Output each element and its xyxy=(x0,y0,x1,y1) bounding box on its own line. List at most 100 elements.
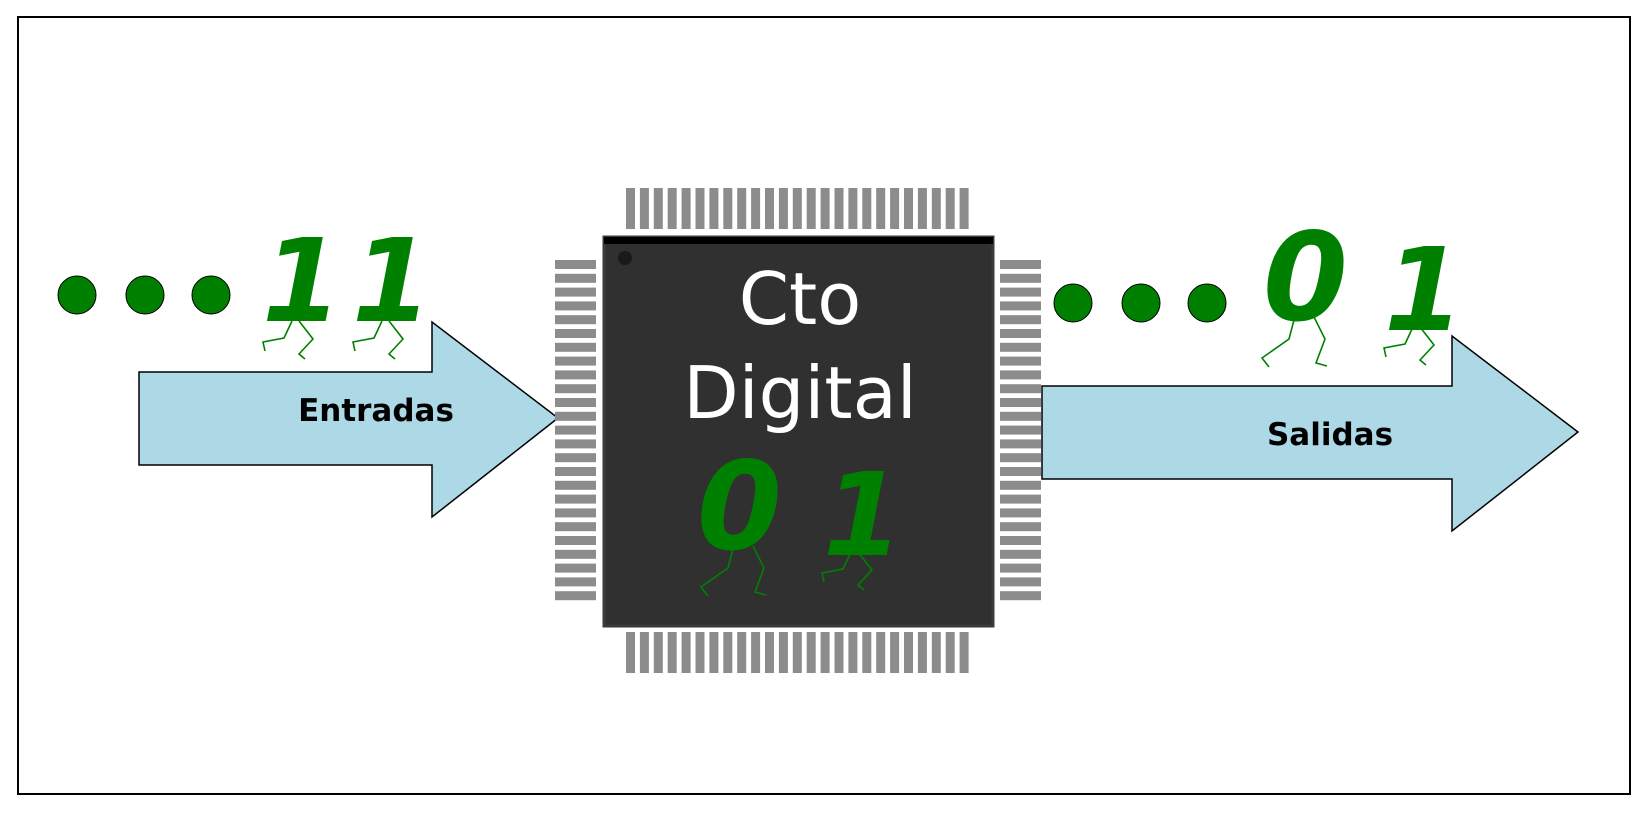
chip-pin xyxy=(834,188,844,229)
digit-leg xyxy=(699,548,734,597)
chip-pin xyxy=(626,188,635,229)
chip-pin xyxy=(904,188,913,229)
chip-pin xyxy=(1000,273,1041,283)
chip-pin xyxy=(723,632,733,673)
output-digit-walker: 1 xyxy=(1383,224,1464,366)
chip-pin xyxy=(737,632,747,673)
ellipsis-dot xyxy=(191,275,231,315)
walking-digit: 1 xyxy=(1384,224,1464,358)
digit-leg xyxy=(1260,319,1295,368)
chip-pin xyxy=(1000,329,1041,338)
ellipsis-dot xyxy=(57,275,97,315)
chip-pin xyxy=(1000,480,1041,490)
chip-pin xyxy=(931,632,941,673)
chip-pin xyxy=(1000,315,1041,325)
chip-pin xyxy=(653,188,663,229)
chip-pins-bottom xyxy=(626,632,969,673)
input-arrow-label: Entradas xyxy=(298,393,454,429)
ellipsis-dot xyxy=(125,275,165,315)
walking-digit: 1 xyxy=(352,215,432,349)
chip-pin xyxy=(555,467,596,476)
chip-pin xyxy=(555,425,596,435)
chip-pin xyxy=(555,342,596,352)
chip-pin xyxy=(1000,453,1041,463)
chip-pin xyxy=(555,329,596,338)
chip-pin xyxy=(917,632,927,673)
chip-pin xyxy=(1000,522,1041,532)
input-digit-walker: 1 xyxy=(352,215,432,360)
chip-pin xyxy=(820,188,830,229)
output-arrow: Salidas xyxy=(1041,334,1580,533)
chip-pin xyxy=(639,188,649,229)
chip-pin xyxy=(1000,467,1041,476)
chip-pin xyxy=(1000,508,1041,518)
ellipsis-dot xyxy=(1121,283,1161,323)
digit-leg xyxy=(297,320,315,360)
chip-pin xyxy=(917,188,927,229)
chip-pin xyxy=(555,453,596,463)
chip-pin xyxy=(876,188,886,229)
chip-pin xyxy=(555,494,596,504)
chip-pin xyxy=(1000,301,1041,311)
chip-digit-walker: 1 xyxy=(821,449,903,591)
chip-pin xyxy=(959,632,969,673)
output-digit-walker: 0 xyxy=(1260,207,1348,368)
chip-pins-left xyxy=(555,260,596,601)
walking-digit: 0 xyxy=(1263,207,1348,349)
chip-pin xyxy=(778,188,788,229)
chip-pin xyxy=(848,188,858,229)
chip-pin xyxy=(876,632,886,673)
chip-pin xyxy=(555,439,596,449)
chip-digit-walker: 0 xyxy=(697,436,782,597)
ellipsis-dot xyxy=(1053,283,1093,323)
digit-leg xyxy=(262,320,293,352)
output-arrow-label: Salidas xyxy=(1267,417,1393,453)
chip-pin xyxy=(806,188,816,229)
chip-pin xyxy=(1000,370,1041,380)
chip-pin xyxy=(681,632,691,673)
chip-pin xyxy=(959,188,969,229)
chip-pin xyxy=(1000,384,1041,394)
chip-pin xyxy=(709,632,719,673)
chip-pin xyxy=(681,188,691,229)
chip-pin xyxy=(555,273,596,283)
chip-pin xyxy=(555,411,596,421)
chip-pin xyxy=(834,632,844,673)
chip-pin xyxy=(709,188,719,229)
chip-pin xyxy=(1000,287,1041,297)
ellipsis-dot xyxy=(1187,283,1227,323)
chip-pin xyxy=(555,536,596,545)
chip-pin xyxy=(1000,591,1041,601)
chip-pin xyxy=(862,188,872,229)
chip-pin xyxy=(890,188,900,229)
chip-pin xyxy=(1000,342,1041,352)
chip-pin xyxy=(555,356,596,366)
chip-pin xyxy=(667,632,677,673)
input-arrow: Entradas xyxy=(138,320,560,519)
chip-pin xyxy=(1000,398,1041,407)
chip-title-line1: Cto xyxy=(739,257,862,341)
chip-pins-top xyxy=(626,188,969,229)
walking-digit: 1 xyxy=(823,449,903,583)
chip-pin xyxy=(555,563,596,573)
chip-pin xyxy=(555,398,596,407)
chip: Cto Digital 0 1 xyxy=(555,188,1041,673)
chip-pin xyxy=(555,301,596,311)
chip-pin xyxy=(555,260,596,269)
chip-pin xyxy=(555,591,596,601)
chip-title-line2: Digital xyxy=(683,351,917,435)
chip-pin xyxy=(765,632,774,673)
chip-pin xyxy=(1000,549,1041,559)
chip-pin xyxy=(945,188,955,229)
arrow-shape xyxy=(1041,334,1580,533)
output-ellipsis xyxy=(1053,283,1227,323)
digit-leg xyxy=(387,320,405,360)
chip-pin xyxy=(695,188,705,229)
chip-pin xyxy=(653,632,663,673)
chip-top-edge xyxy=(604,237,993,244)
pin-one-marker xyxy=(618,251,632,265)
chip-pin xyxy=(555,384,596,394)
chip-pin xyxy=(1000,411,1041,421)
chip-pin xyxy=(555,577,596,587)
chip-pin xyxy=(1000,536,1041,545)
